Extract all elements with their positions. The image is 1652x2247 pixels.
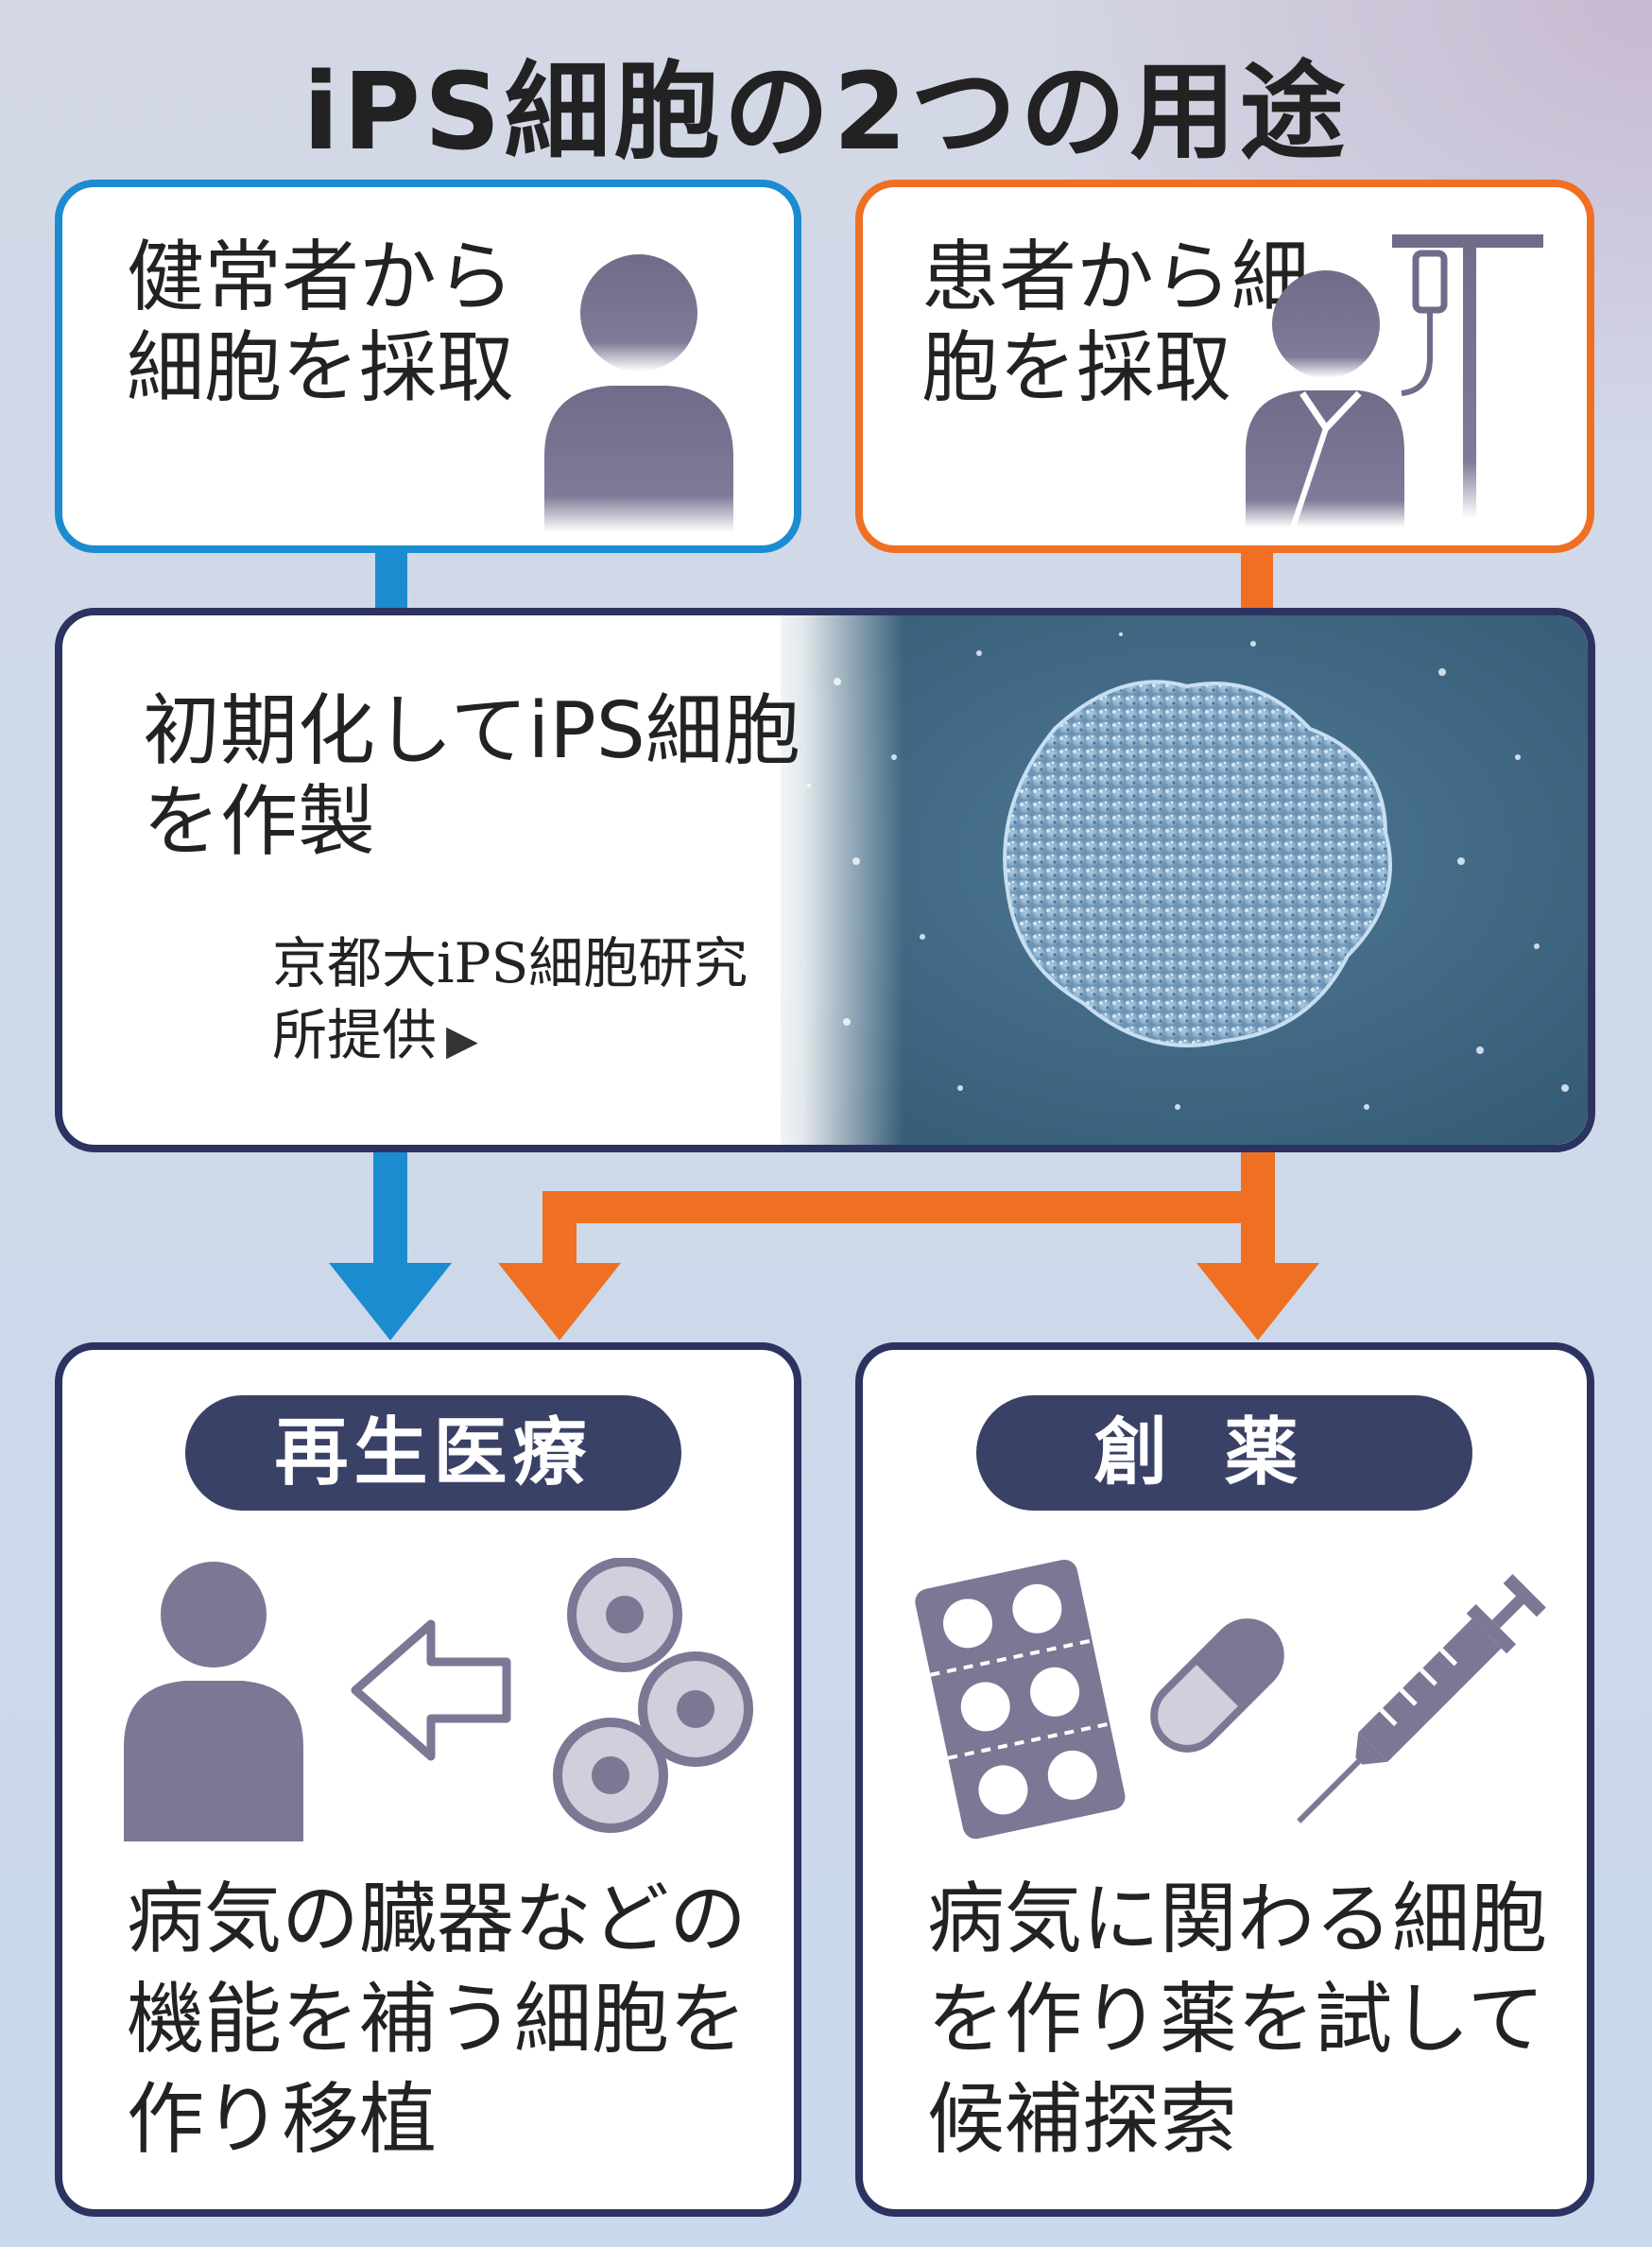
- orange-left-shaft: [542, 1191, 576, 1267]
- healthy-donor-card: 健常者から細胞を採取: [55, 180, 801, 553]
- patient-with-iv-icon: [1246, 234, 1543, 527]
- medicine-icons: [915, 1559, 1546, 1840]
- drug-discovery-label: 創薬: [976, 1395, 1472, 1511]
- patient-text: 患者から細胞を採取: [921, 233, 1310, 413]
- regenerative-medicine-card: 再生医療 病気の臓器などの機能を補う細胞を作り移植: [55, 1342, 801, 2217]
- blue-arrow-head: [329, 1263, 452, 1340]
- photo-fade: [762, 615, 903, 1145]
- regenerative-medicine-label: 再生医療: [185, 1395, 681, 1511]
- ips-creation-card: 初期化してiPS細胞を作製 京都大iPS細胞研究所提供▶: [55, 608, 1595, 1152]
- blue-arrow-shaft: [373, 1149, 407, 1267]
- regenerative-medicine-description: 病気の臓器などの機能を補う細胞を作り移植: [127, 1875, 748, 2165]
- drug-discovery-card: 創薬: [855, 1342, 1594, 2217]
- ips-colony-micrograph: [781, 615, 1588, 1145]
- credit-arrow-icon: ▶: [446, 1016, 478, 1064]
- page-title: iPS細胞の2つの用途: [302, 51, 1350, 174]
- orange-bridge: [542, 1191, 1275, 1223]
- photo-credit-text: 京都大iPS細胞研究所提供: [272, 931, 749, 1067]
- orange-left-head: [498, 1263, 621, 1340]
- syringe-icon: [1297, 1574, 1546, 1824]
- patient-card: 患者から細胞を採取: [855, 180, 1594, 553]
- healthy-connector: [375, 548, 407, 614]
- cell-transplant-icon: [124, 1558, 753, 1841]
- healthy-donor-text: 健常者から細胞を採取: [127, 233, 515, 413]
- photo-credit: 京都大iPS細胞研究所提供▶: [272, 927, 783, 1077]
- orange-right-shaft: [1241, 1219, 1275, 1267]
- orange-right-head: [1196, 1263, 1319, 1340]
- patient-connector: [1241, 548, 1273, 614]
- person-icon: [544, 254, 733, 532]
- ips-creation-text: 初期化してiPS細胞を作製: [143, 686, 800, 867]
- pill-blister-icon: [915, 1559, 1126, 1840]
- capsule-icon: [1150, 1618, 1284, 1753]
- drug-discovery-description: 病気に関わる細胞を作り薬を試して候補探索: [927, 1875, 1548, 2165]
